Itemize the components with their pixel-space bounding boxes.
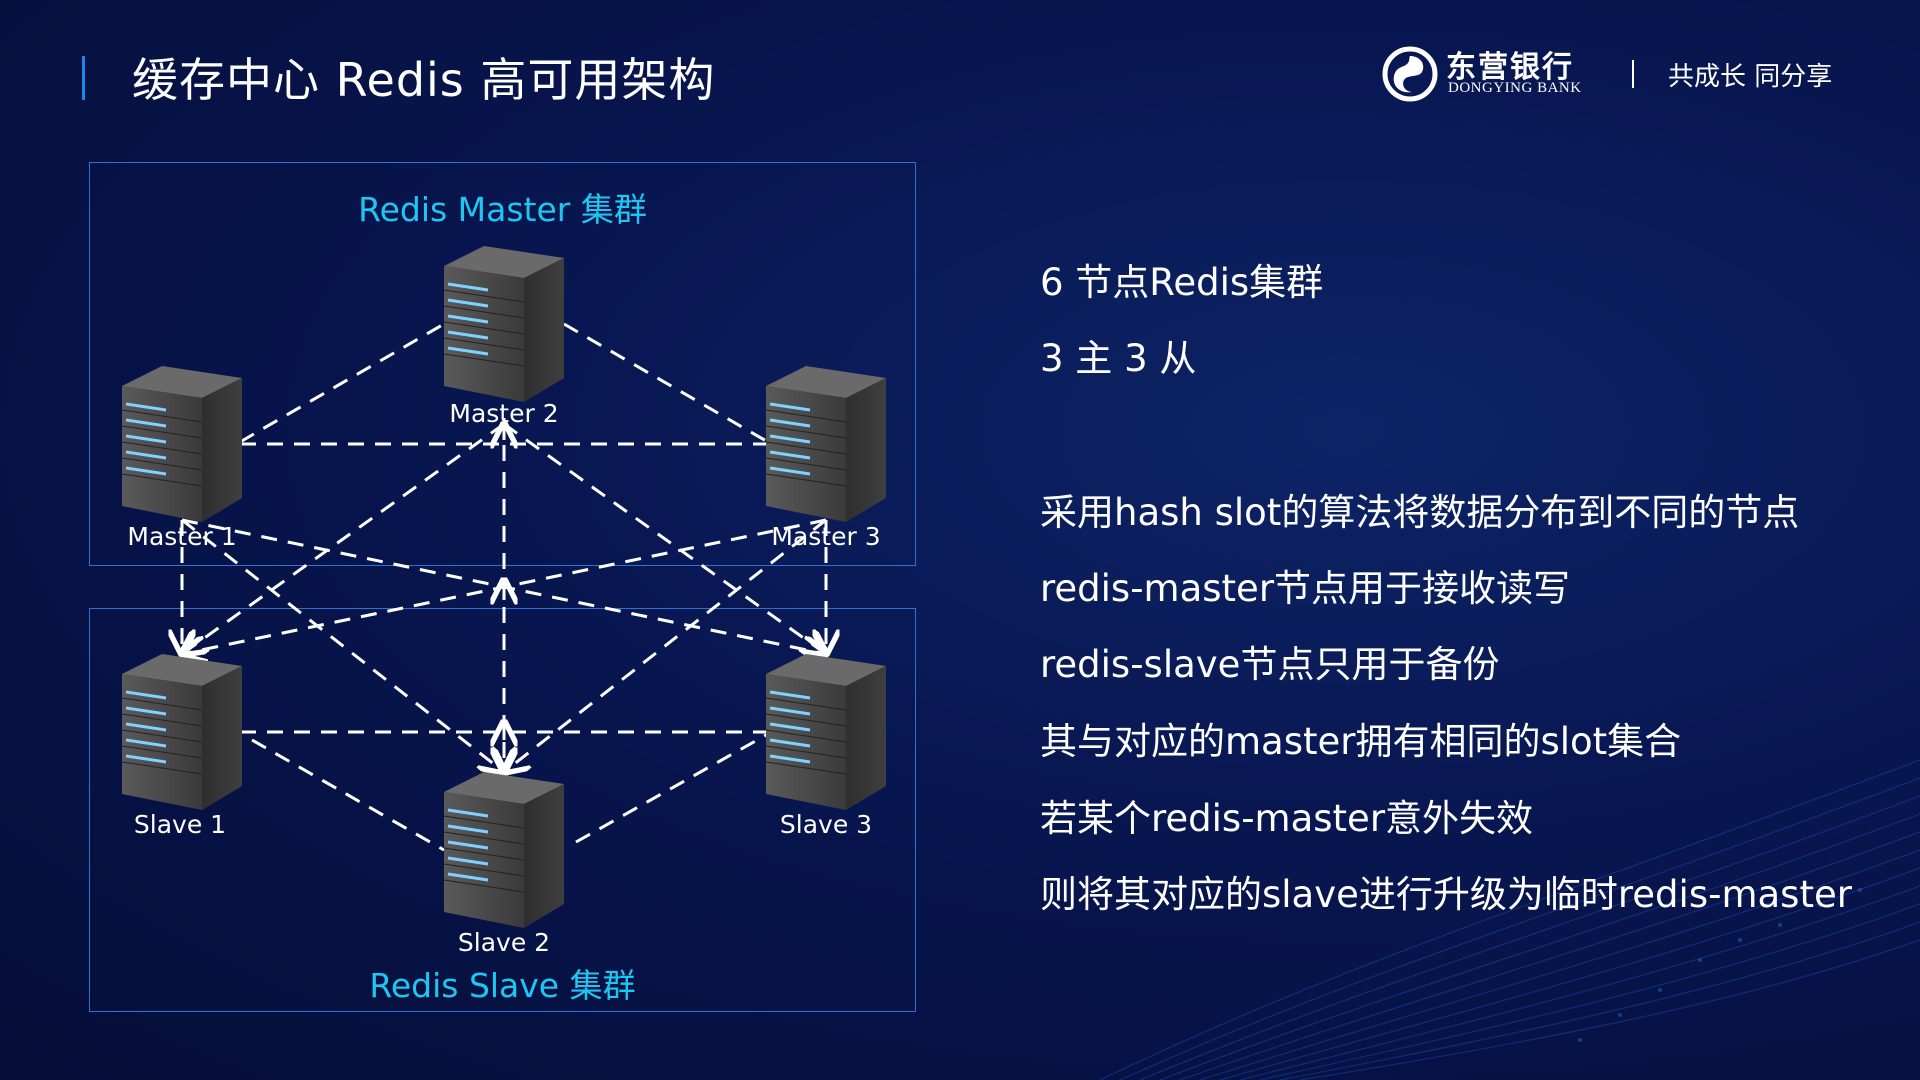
link-m3-s2 [504,518,827,772]
slave-cluster-box: Redis Slave 集群 [89,608,916,1012]
bank-name-en: DONGYING BANK [1448,80,1582,96]
node-label-master-2: Master 2 [449,399,558,428]
detail-line-6: 则将其对应的slave进行升级为临时redis-master [1040,873,1852,916]
server-master-1-icon [120,364,244,524]
server-slave-3-icon [764,652,888,812]
server-master-2-icon [442,244,566,404]
node-label-master-1: Master 1 [127,522,236,551]
node-label-slave-1: Slave 1 [134,810,226,839]
link-s1-s2 [251,738,445,852]
link-m2-s3 [503,422,826,654]
link-m2-s1 [182,422,505,654]
detail-line-4: 其与对应的master拥有相同的slot集合 [1040,720,1682,763]
summary-line-1: 6 节点Redis集群 [1040,261,1324,304]
server-slave-2-icon [442,770,566,930]
detail-line-1: 采用hash slot的算法将数据分布到不同的节点 [1040,491,1800,534]
page-title: 缓存中心 Redis 高可用架构 [132,53,716,107]
link-m1-m2 [239,322,445,444]
bank-name-cn: 东营银行 [1446,50,1574,85]
master-cluster-label: Redis Master 集群 [358,190,647,229]
link-s2-s3 [575,732,769,844]
detail-line-2: redis-master节点用于接收读写 [1040,567,1571,610]
dongying-bank-logo-icon [1382,46,1438,102]
node-label-slave-2: Slave 2 [458,928,550,957]
slave-cluster-label: Redis Slave 集群 [369,966,636,1005]
node-label-master-3: Master 3 [771,522,880,551]
detail-line-5: 若某个redis-master意外失效 [1040,797,1534,840]
summary-line-2: 3 主 3 从 [1040,337,1197,380]
header-divider [1632,60,1634,88]
link-m2-m3 [563,322,769,444]
node-label-slave-3: Slave 3 [780,810,872,839]
link-m1-s2 [181,518,504,772]
title-accent-bar [82,56,85,100]
slogan: 共成长 同分享 [1668,62,1833,92]
server-slave-1-icon [120,652,244,812]
connection-lines [181,322,827,852]
detail-line-3: redis-slave节点只用于备份 [1040,643,1500,686]
server-master-3-icon [764,364,888,524]
